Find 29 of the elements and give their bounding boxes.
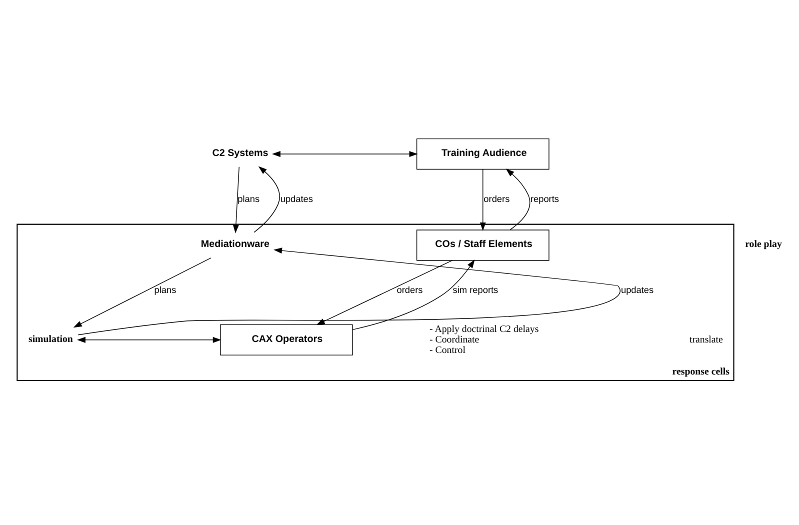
label: - Control <box>430 345 466 356</box>
label: - Apply doctrinal C2 delays <box>430 324 539 335</box>
edge-label: plans <box>154 285 176 296</box>
label: - Coordinate <box>430 334 480 346</box>
edge-label: reports <box>530 194 559 204</box>
edge-label: orders <box>484 194 510 204</box>
arrow <box>76 336 222 343</box>
node-text: C2 Systems <box>212 148 268 159</box>
node-box: CAX Operators <box>220 324 353 356</box>
arrow <box>78 248 620 336</box>
arrow <box>316 260 453 325</box>
arrow <box>352 260 475 330</box>
edge-label: sim reports <box>452 285 498 296</box>
arrow <box>272 151 418 157</box>
node-text: simulation <box>28 334 73 345</box>
node-box: Training Audience <box>416 138 550 170</box>
edge-label: plans <box>238 194 260 204</box>
arrow <box>254 166 280 233</box>
edge-label: updates <box>620 285 654 296</box>
label: role play <box>745 239 782 250</box>
arrow <box>506 168 530 230</box>
arrow <box>73 258 212 328</box>
edge-label: orders <box>396 285 423 296</box>
node-text: Mediationware <box>200 239 270 250</box>
label: translate <box>689 334 723 346</box>
edge-label: updates <box>280 194 313 204</box>
arrow <box>232 166 240 234</box>
node-box: COs / Staff Elements <box>416 230 550 261</box>
arrow <box>480 169 486 231</box>
